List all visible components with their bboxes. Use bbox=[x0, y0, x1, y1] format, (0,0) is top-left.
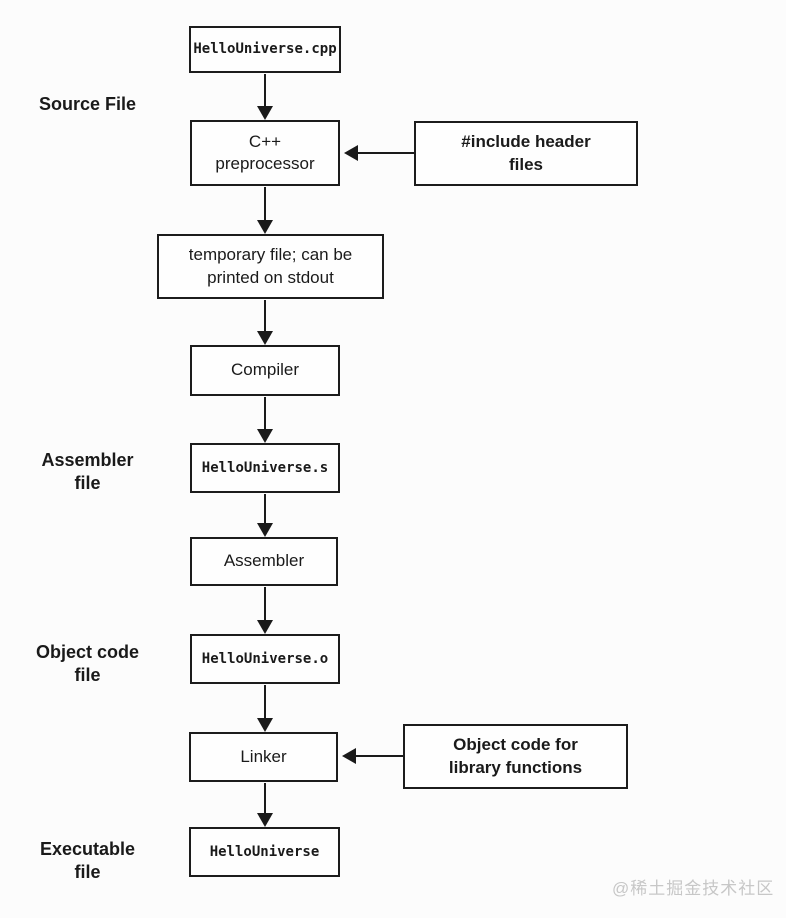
node-assembler-box: Assembler bbox=[190, 537, 338, 586]
arrow-down-preprocessor-to-tempfile bbox=[257, 187, 273, 234]
label-source-file: Source File bbox=[38, 94, 137, 114]
arrow-down-linker-to-executable bbox=[257, 783, 273, 827]
arrow-left-headers-to-preprocessor bbox=[344, 145, 414, 161]
node-source-file-box: HelloUniverse.cpp bbox=[189, 26, 341, 73]
arrow-down-compiler-to-sfile bbox=[257, 397, 273, 443]
arrow-down-tempfile-to-compiler bbox=[257, 300, 273, 345]
node-object-file-box: HelloUniverse.o bbox=[190, 634, 340, 684]
arrow-down-ofile-to-linker bbox=[257, 685, 273, 732]
label-object-code-file: Object code file bbox=[35, 642, 140, 686]
node-executable-box: HelloUniverse bbox=[189, 827, 340, 877]
arrow-left-libobjects-to-linker bbox=[342, 748, 403, 764]
node-temp-file-box: temporary file; can be printed on stdout bbox=[157, 234, 384, 299]
arrow-down-sfile-to-assembler bbox=[257, 494, 273, 537]
node-assembler-file-box: HelloUniverse.s bbox=[190, 443, 340, 493]
watermark-text: @稀土掘金技术社区 bbox=[612, 879, 775, 898]
arrow-down-source-to-preprocessor bbox=[257, 74, 273, 120]
node-linker-box: Linker bbox=[189, 732, 338, 782]
arrow-down-assembler-to-ofile bbox=[257, 587, 273, 634]
node-include-headers-box: #include header files bbox=[414, 121, 638, 186]
label-assembler-file: Assembler file bbox=[41, 450, 134, 494]
node-preprocessor-box: C++ preprocessor bbox=[190, 120, 340, 186]
node-library-objects-box: Object code for library functions bbox=[403, 724, 628, 789]
node-compiler-box: Compiler bbox=[190, 345, 340, 396]
label-executable-file: Executable file bbox=[39, 839, 136, 883]
